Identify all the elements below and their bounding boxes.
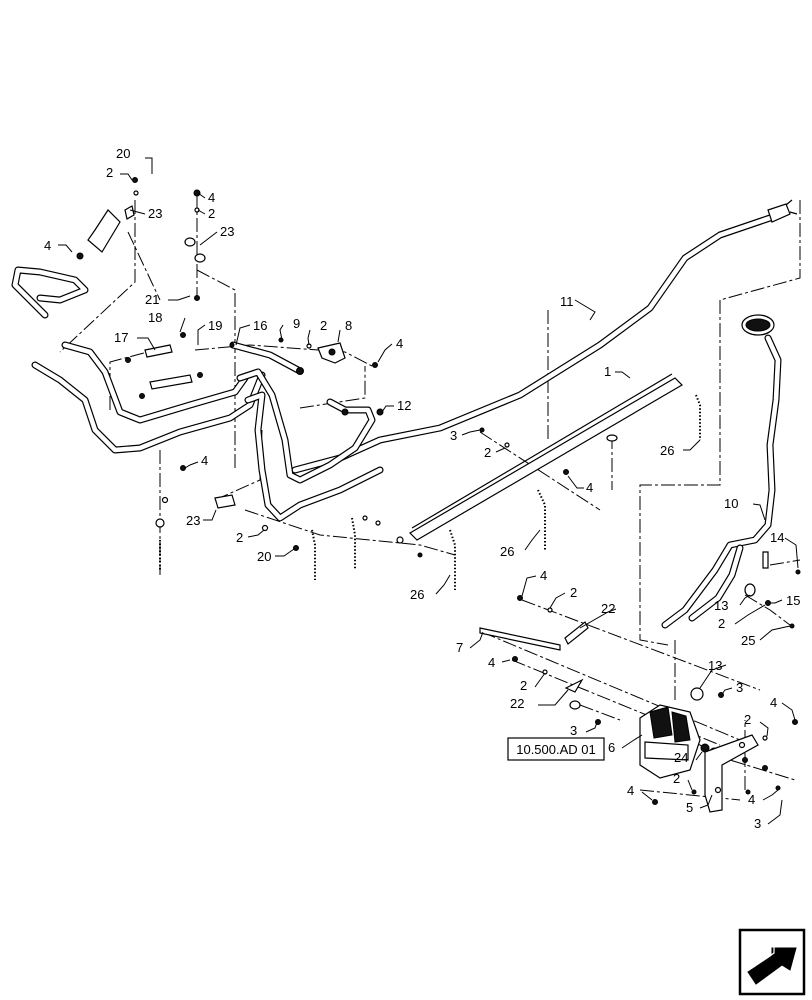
bracket-5 <box>704 734 768 813</box>
callout-4: 4 <box>44 238 51 253</box>
callout-24: 24 <box>674 750 688 765</box>
callout-26: 26 <box>660 443 674 458</box>
callout-12: 12 <box>397 398 411 413</box>
hose-11 <box>291 199 798 474</box>
callout-2: 2 <box>236 530 243 545</box>
callout-4: 4 <box>396 336 403 351</box>
callout-4: 4 <box>208 190 215 205</box>
callout-2: 2 <box>208 206 215 221</box>
reference-box[interactable]: 10.500.AD 01 <box>507 737 605 761</box>
callout-25: 25 <box>741 633 755 648</box>
callout-13: 13 <box>714 598 728 613</box>
callout-20: 20 <box>116 146 130 161</box>
callout-2: 2 <box>570 585 577 600</box>
callout-22: 22 <box>510 696 524 711</box>
callout-17: 17 <box>114 330 128 345</box>
callout-2: 2 <box>106 165 113 180</box>
callout-14: 14 <box>770 530 784 545</box>
callout-2: 2 <box>673 771 680 786</box>
callout-26: 26 <box>500 544 514 559</box>
callout-5: 5 <box>686 800 693 815</box>
callout-10: 10 <box>724 496 738 511</box>
callout-2: 2 <box>484 445 491 460</box>
hose-16 <box>229 341 304 375</box>
callout-4: 4 <box>540 568 547 583</box>
callout-1: 1 <box>604 364 611 379</box>
callout-4: 4 <box>201 453 208 468</box>
hose-12 <box>236 368 384 522</box>
callout-4: 4 <box>586 480 593 495</box>
cable-ties <box>159 394 701 590</box>
callout-16: 16 <box>253 318 267 333</box>
callout-23: 23 <box>148 206 162 221</box>
callout-23: 23 <box>220 224 234 239</box>
callout-23: 23 <box>186 513 200 528</box>
callout-20: 20 <box>257 549 271 564</box>
callout-18: 18 <box>148 310 162 325</box>
callout-6: 6 <box>608 740 615 755</box>
arrow-continue-icon[interactable] <box>738 928 806 996</box>
harness-upper <box>11 209 266 454</box>
callout-2: 2 <box>320 318 327 333</box>
hose-10 <box>661 314 782 629</box>
callout-13: 13 <box>708 658 722 673</box>
callout-26: 26 <box>410 587 424 602</box>
callout-3: 3 <box>754 816 761 831</box>
reference-label: 10.500.AD 01 <box>516 742 596 757</box>
callout-22: 22 <box>601 601 615 616</box>
callout-2: 2 <box>520 678 527 693</box>
callout-8: 8 <box>345 318 352 333</box>
callout-3: 3 <box>570 723 577 738</box>
callout-4: 4 <box>627 783 634 798</box>
callout-4: 4 <box>488 655 495 670</box>
callout-3: 3 <box>450 428 457 443</box>
callout-19: 19 <box>208 318 222 333</box>
callout-11: 11 <box>560 294 574 309</box>
callout-4: 4 <box>770 695 777 710</box>
callout-7: 7 <box>456 640 463 655</box>
callout-3: 3 <box>736 680 743 695</box>
callout-2: 2 <box>718 616 725 631</box>
callouts: 20 2 23 4 4 2 23 21 18 17 19 16 9 2 8 4 … <box>44 146 800 831</box>
callout-2: 2 <box>744 712 751 727</box>
callout-21: 21 <box>145 292 159 307</box>
rod-1 <box>396 373 683 544</box>
callout-4: 4 <box>748 792 755 807</box>
hardware <box>124 177 801 805</box>
leader-lines <box>58 157 799 825</box>
callout-15: 15 <box>786 593 800 608</box>
valve-6 <box>639 704 719 779</box>
centerlines <box>59 195 801 801</box>
callout-9: 9 <box>293 316 300 331</box>
